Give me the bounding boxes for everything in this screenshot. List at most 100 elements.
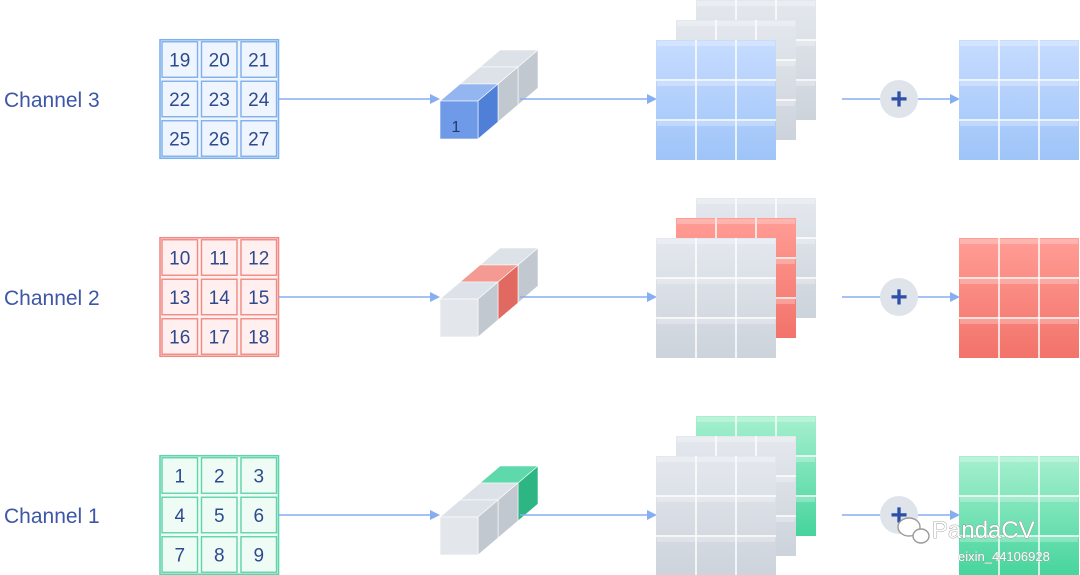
feature-map-1-cell-shine <box>777 1 815 6</box>
input-cell <box>200 120 238 157</box>
feature-map-stack <box>656 416 816 575</box>
input-cell <box>200 278 238 316</box>
input-cell-value: 7 <box>174 546 185 567</box>
input-cell <box>240 278 278 316</box>
output-feature-map-cell-shine <box>1000 537 1038 542</box>
feature-map-1-cell-shine <box>777 199 815 204</box>
feature-map-2-cell-shine <box>677 219 715 224</box>
input-cell <box>200 318 238 355</box>
input-cell-value: 23 <box>209 90 230 111</box>
output-feature-map-cell-shine <box>1000 239 1038 244</box>
feature-map-3-cell-shine <box>737 497 775 502</box>
watermark-id: eixin_44106928 <box>958 549 1050 564</box>
output-feature-map <box>959 40 1079 160</box>
plus-icon: + <box>890 281 908 314</box>
plus-icon: + <box>890 83 908 116</box>
input-cell <box>200 496 238 534</box>
output-feature-map <box>959 456 1079 575</box>
input-cell-value: 27 <box>248 130 269 151</box>
input-cell-value: 5 <box>214 506 225 527</box>
feature-map-1-cell-shine <box>737 1 775 6</box>
feature-map-3-cell-shine <box>657 319 695 324</box>
input-cell <box>161 41 199 78</box>
output-feature-map-bg <box>959 456 1079 575</box>
sum-node: + <box>880 80 918 118</box>
kernel-bar-0: 1 <box>439 49 539 140</box>
feature-map-3 <box>656 456 776 575</box>
input-cell <box>200 457 238 494</box>
output-feature-map-cell-shine <box>960 537 998 542</box>
feature-map-3-cell-shine <box>697 81 735 86</box>
input-cell <box>161 496 199 534</box>
kernel-front-face <box>439 516 479 556</box>
input-cell <box>161 278 199 316</box>
feature-map-3-cell-shine <box>737 319 775 324</box>
input-cell-value: 1 <box>174 467 185 488</box>
output-feature-map-cell-shine <box>960 239 998 244</box>
feature-map-3-cell-shine <box>657 457 695 462</box>
output-feature-map-cell-shine <box>960 81 998 86</box>
wechat-icon <box>897 517 930 544</box>
kernel-bar-2 <box>439 465 539 556</box>
input-cell <box>161 536 199 573</box>
output-feature-map-cell-shine <box>1000 457 1038 462</box>
input-cell <box>240 239 278 276</box>
feature-map-3-cell-shine <box>697 279 735 284</box>
input-cell-value: 12 <box>248 249 269 270</box>
output-feature-map-cell-shine <box>1040 497 1078 502</box>
sum-circle <box>880 80 918 118</box>
feature-map-3-cell-shine <box>737 41 775 46</box>
feature-map-1-cell-shine <box>777 417 815 422</box>
feature-map-3-cell-shine <box>657 279 695 284</box>
feature-map-1-cell-shine <box>737 417 775 422</box>
input-grid-border <box>159 38 280 160</box>
input-cell-value: 9 <box>253 546 264 567</box>
input-cell <box>200 41 238 78</box>
output-feature-map-cell-shine <box>960 457 998 462</box>
input-cell <box>200 80 238 118</box>
input-cell-value: 17 <box>209 328 230 349</box>
feature-map-3-cell-shine <box>737 279 775 284</box>
input-grid-border <box>159 454 280 575</box>
input-cell-value: 19 <box>169 51 190 72</box>
input-cell-value: 4 <box>174 506 185 527</box>
input-cell-value: 10 <box>169 249 190 270</box>
output-feature-map-cell-shine <box>960 121 998 126</box>
feature-map-3-cell-shine <box>697 239 735 244</box>
output-feature-map-bg <box>959 40 1079 160</box>
output-feature-map-cell-shine <box>1040 279 1078 284</box>
feature-map-2-cell-shine <box>757 219 795 224</box>
output-feature-map-cell-shine <box>1000 81 1038 86</box>
feature-map-2-cell-shine <box>677 21 715 26</box>
output-feature-map-cell-shine <box>960 279 998 284</box>
output-feature-map-cell-shine <box>1040 41 1078 46</box>
feature-map-3-cell-shine <box>657 41 695 46</box>
output-feature-map-cell-shine <box>1000 279 1038 284</box>
input-cell-value: 8 <box>214 546 225 567</box>
feature-map-3-cell-shine <box>697 497 735 502</box>
input-cell-value: 11 <box>209 249 229 270</box>
input-cell-value: 18 <box>248 328 269 349</box>
input-cell-value: 2 <box>214 467 225 488</box>
kernel-bar-1 <box>439 247 539 338</box>
feature-map-3-cell-shine <box>737 537 775 542</box>
input-cell-value: 22 <box>169 90 190 111</box>
wechat-bubble-small <box>912 528 930 544</box>
input-cell-value: 20 <box>209 51 230 72</box>
input-cell <box>161 457 199 494</box>
feature-map-3-cell-shine <box>657 121 695 126</box>
input-cell-value: 15 <box>248 288 269 309</box>
feature-map-3 <box>656 238 776 358</box>
feature-map-3-cell-shine <box>697 121 735 126</box>
feature-map-2-cell-shine <box>677 437 715 442</box>
feature-map-stack <box>656 198 816 358</box>
input-cell <box>240 120 278 157</box>
channel-label: Channel 1 <box>4 505 100 528</box>
output-feature-map-cell-shine <box>960 41 998 46</box>
output-feature-map-cell-shine <box>1040 121 1078 126</box>
